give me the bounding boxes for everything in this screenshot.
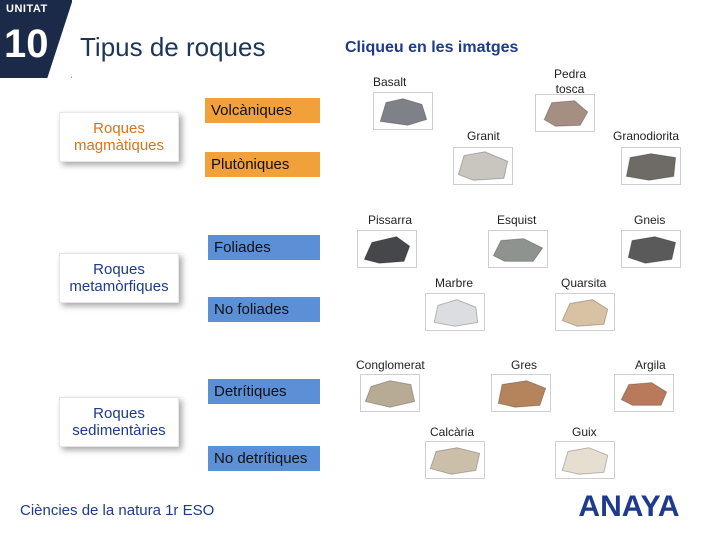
- subcategory-volcaniques: Volcàniques: [205, 98, 320, 123]
- rock-image-argila[interactable]: [614, 374, 674, 412]
- category-label: Roques magmàtiques: [73, 119, 165, 154]
- pumice-rock-icon: [543, 100, 589, 127]
- rock-image-esquist[interactable]: [488, 230, 548, 268]
- rock-image-gres[interactable]: [491, 374, 551, 412]
- anaya-logo-wordmark: ANAYA: [578, 490, 679, 523]
- rock-label-basalt: Basalt: [373, 75, 407, 89]
- subcategory-foliades: Foliades: [208, 235, 320, 260]
- rock-image-pedra-tosca[interactable]: [535, 94, 595, 132]
- marble-rock-icon: [433, 299, 479, 327]
- anaya-logo: ANAYA: [577, 489, 681, 523]
- rock-label-marbre: Marbre: [435, 276, 474, 290]
- rock-label-pissarra: Pissarra: [368, 213, 413, 227]
- rock-label-guix: Guix: [572, 425, 597, 439]
- rock-image-quarsita[interactable]: [555, 293, 615, 331]
- limestone-rock-icon: [429, 447, 481, 475]
- rock-image-granodiorita[interactable]: [621, 147, 681, 185]
- rock-image-calcaria[interactable]: [425, 441, 485, 479]
- instruction-text: Cliqueu en les imatges: [345, 39, 519, 56]
- category-magmatiques: Roques magmàtiques: [59, 112, 179, 162]
- anaya-logo-icon: ANAYA: [578, 490, 679, 523]
- category-metamorfiques: Roques metamòrfiques: [59, 253, 179, 303]
- granite-rock-icon: [457, 151, 509, 181]
- rock-label-argila: Argila: [635, 358, 666, 372]
- rock-label-granodiorita: Granodiorita: [613, 129, 680, 143]
- conglomerate-rock-icon: [364, 380, 416, 408]
- rock-image-guix[interactable]: [555, 441, 615, 479]
- quartzite-rock-icon: [561, 299, 609, 327]
- sandstone-rock-icon: [497, 380, 547, 408]
- footer-course-label: Ciències de la natura 1r ESO: [20, 502, 215, 519]
- subcategory-detritiques: Detrítiques: [208, 379, 320, 404]
- rock-label-calcaria: Calcària: [430, 425, 475, 439]
- rock-image-marbre[interactable]: [425, 293, 485, 331]
- subcategory-no-detritiques: No detrítiques: [208, 446, 320, 471]
- rock-image-basalt[interactable]: [373, 92, 433, 130]
- subcategory-no-foliades: No foliades: [208, 297, 320, 322]
- unit-number: 10: [4, 22, 49, 66]
- rock-image-conglomerat[interactable]: [360, 374, 420, 412]
- rock-image-pissarra[interactable]: [357, 230, 417, 268]
- unit-label: UNITAT: [6, 3, 48, 15]
- granodiorite-rock-icon: [625, 153, 677, 181]
- rock-label-quarsita: Quarsita: [561, 276, 607, 290]
- rock-label-conglomerat: Conglomerat: [356, 358, 425, 372]
- gypsum-rock-icon: [561, 447, 609, 475]
- basalt-rock-icon: [379, 98, 428, 126]
- subcategory-plutoniques: Plutòniques: [205, 152, 320, 177]
- category-sedimentaries: Roques sedimentàries: [59, 397, 179, 447]
- rock-label-gres: Gres: [511, 358, 538, 372]
- rock-label-pedra-tosca: Pedra tosca: [553, 67, 587, 93]
- rock-label-gneis: Gneis: [634, 213, 666, 227]
- clay-rock-icon: [620, 382, 668, 406]
- rock-image-gneis[interactable]: [621, 230, 681, 268]
- category-label: Roques sedimentàries: [72, 404, 166, 439]
- rock-label-esquist: Esquist: [497, 213, 537, 227]
- gneiss-rock-icon: [627, 236, 677, 264]
- page-title: Tipus de roques: [80, 32, 266, 62]
- schist-rock-icon: [492, 238, 544, 262]
- rock-label-granit: Granit: [467, 129, 500, 143]
- rock-image-granit[interactable]: [453, 147, 513, 185]
- category-label: Roques metamòrfiques: [69, 260, 169, 295]
- slate-rock-icon: [363, 236, 411, 264]
